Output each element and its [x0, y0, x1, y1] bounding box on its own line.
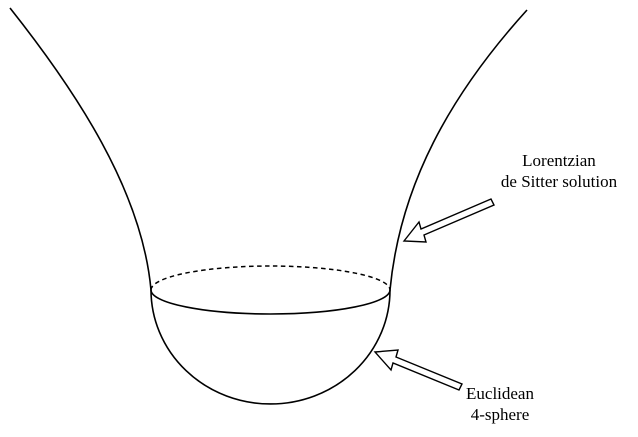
- lorentzian-pointer-arrow: [404, 199, 494, 242]
- junction-ellipse-front: [151, 290, 390, 314]
- euclidean-label-line1: Euclidean: [450, 383, 550, 404]
- euclidean-pointer-arrow: [375, 350, 462, 390]
- euclidean-label: Euclidean 4-sphere: [450, 383, 550, 425]
- euclidean-label-line2: 4-sphere: [450, 404, 550, 425]
- lorentzian-label-line1: Lorentzian: [480, 150, 638, 171]
- de-sitter-left-wall: [10, 8, 151, 290]
- lorentzian-label-line2: de Sitter solution: [480, 171, 638, 192]
- junction-ellipse-back: [151, 266, 390, 290]
- lorentzian-label: Lorentzian de Sitter solution: [480, 150, 638, 192]
